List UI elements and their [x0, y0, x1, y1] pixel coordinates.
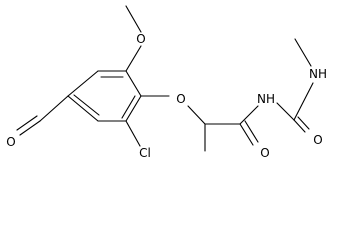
bond-aldehyde-co-1	[19, 120, 41, 136]
ring-bond-1	[125, 70, 142, 97]
ring-bond-2-inner	[121, 95, 136, 119]
bond-amide-co-2	[244, 120, 259, 143]
atom-amine-nitrogen: NH	[309, 67, 327, 81]
ring-bond-4	[67, 95, 99, 122]
bond-methyl-methoxy	[125, 5, 142, 33]
atom-urea-oxygen: O	[313, 133, 322, 147]
bond-nh-methyl	[294, 38, 312, 67]
atom-amide-oxygen: O	[260, 146, 269, 160]
bond-urea-c-nh	[293, 82, 314, 121]
bond-aldehyde-co-2	[16, 115, 38, 131]
bond-amide-co-1	[239, 123, 254, 146]
atom-ether-oxygen: O	[176, 92, 185, 106]
bond-ring-cho	[39, 95, 69, 122]
ring-bond-5	[67, 70, 99, 97]
atom-chlorine: Cl	[139, 146, 151, 160]
ring-bond-2	[125, 95, 142, 122]
bond-urea-co-2	[297, 116, 310, 130]
atom-methoxy-oxygen: O	[136, 32, 145, 46]
bond-nh-urea-c	[276, 102, 295, 121]
atom-imide-nitrogen: NH	[257, 92, 275, 106]
ring-bond-4-inner	[73, 94, 100, 116]
bond-ether-o-ch	[187, 105, 206, 125]
molecule-drawing: O O O Cl NH NH O O	[6, 5, 327, 160]
bond-carbonyl-nh	[239, 105, 259, 125]
atom-aldehyde-oxygen: O	[6, 135, 15, 149]
bond-methoxy-ring	[125, 45, 142, 72]
bond-ring-cl	[125, 120, 141, 147]
chemical-structure-canvas: O O O Cl NH NH O O	[6, 5, 327, 160]
bond-urea-co-1	[293, 119, 306, 133]
